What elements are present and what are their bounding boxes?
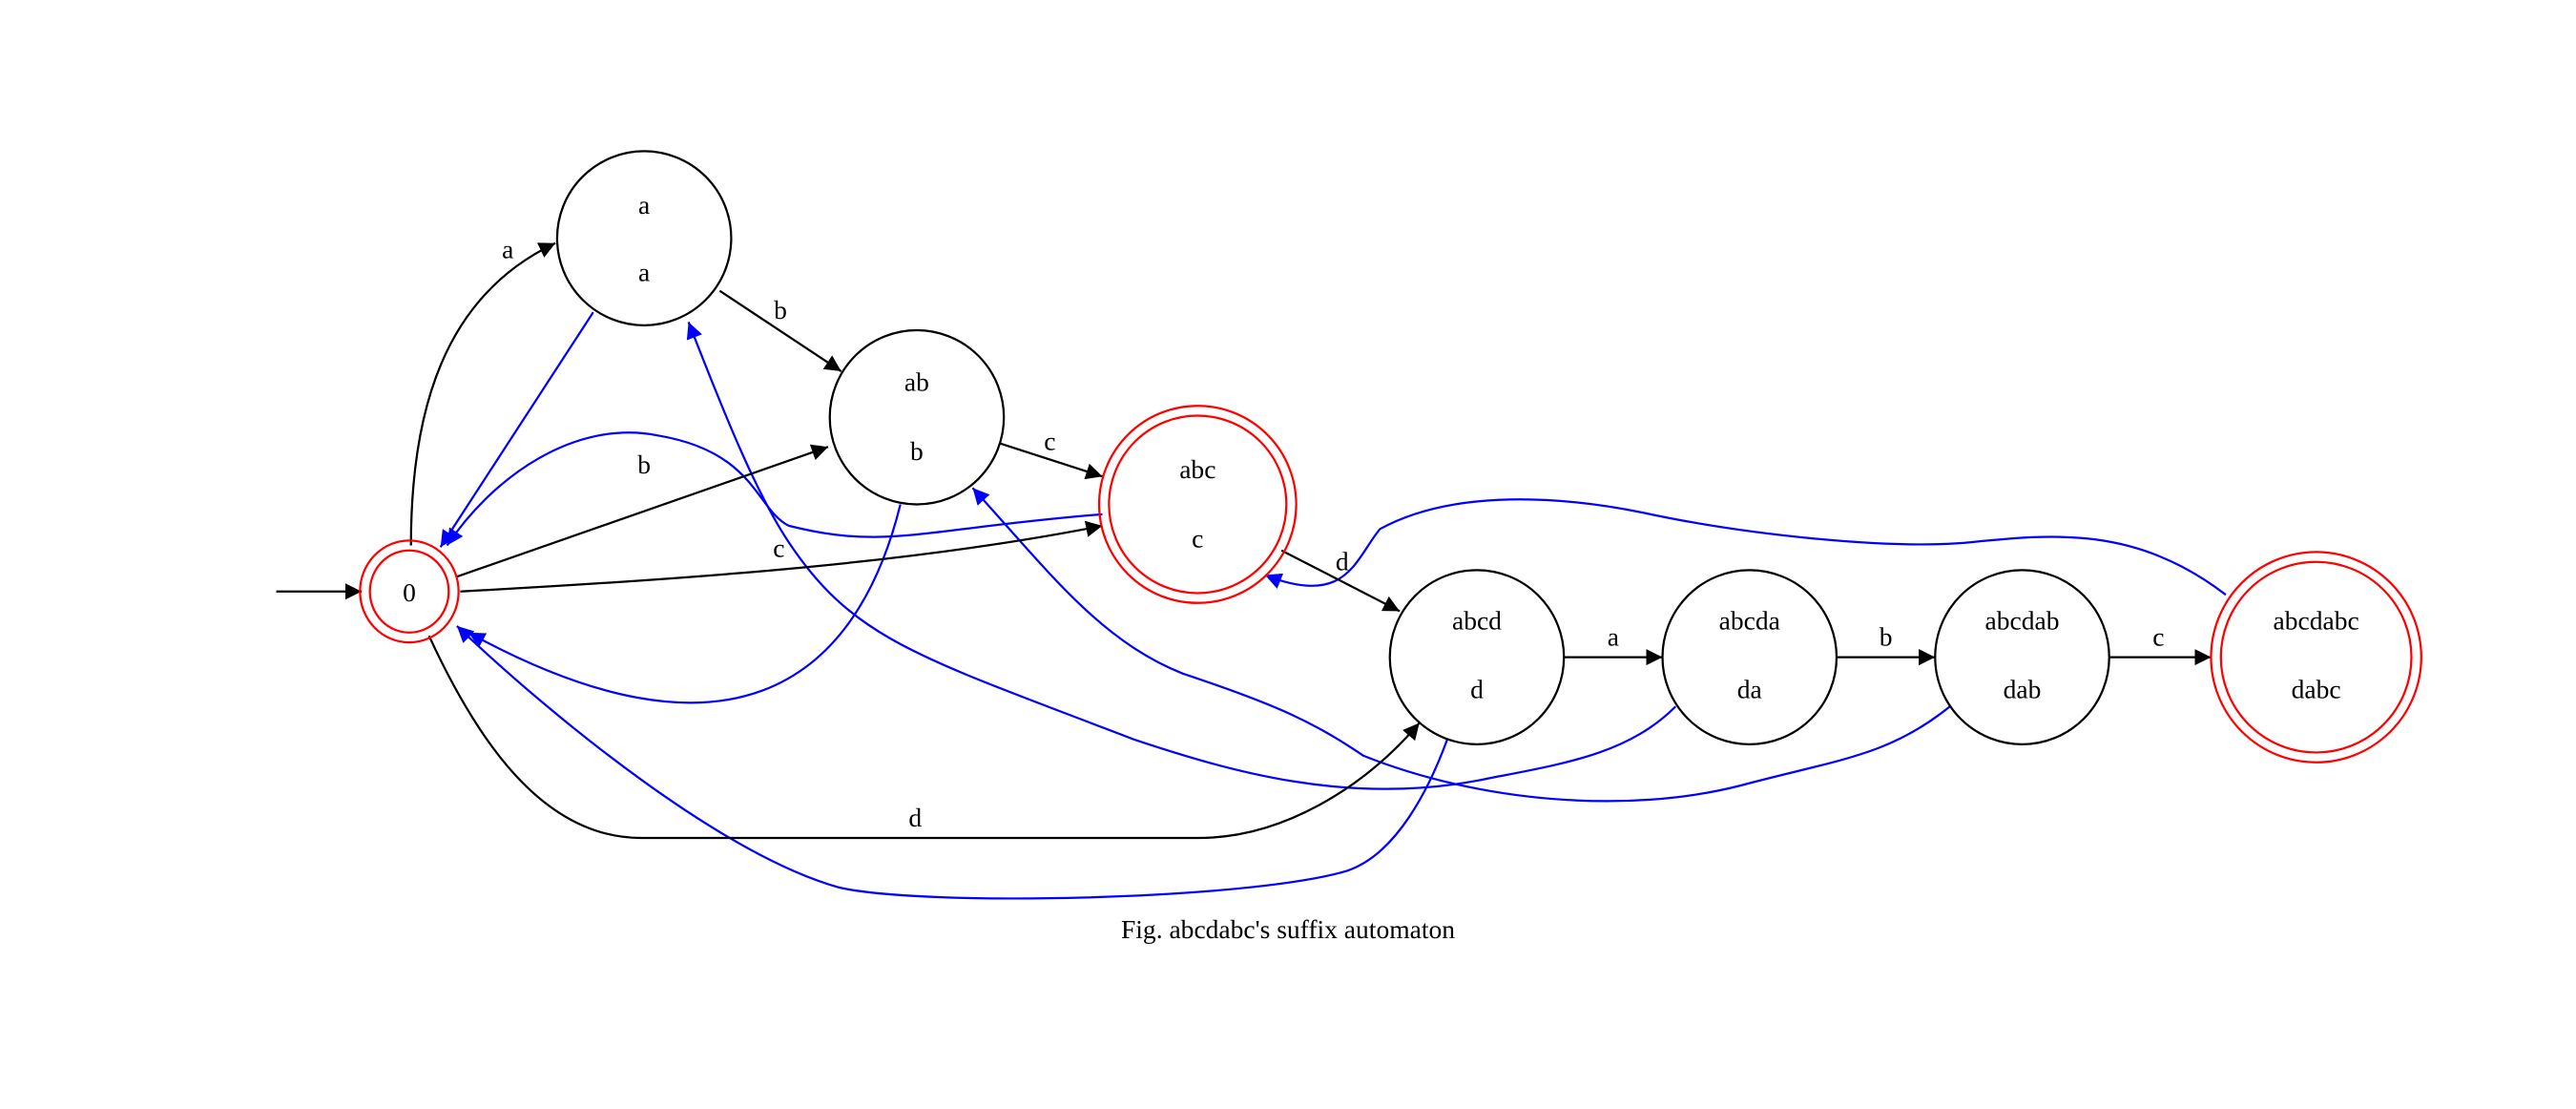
transition-label: b <box>774 295 787 324</box>
state-label: ab <box>904 367 929 397</box>
transition-abc-abcd <box>1280 549 1401 613</box>
transition-0-a <box>409 241 556 546</box>
transition-label: c <box>773 534 784 563</box>
state-abc: abc c <box>1097 405 1298 604</box>
transition-a-ab <box>718 289 842 372</box>
transitions: a b b c c d d a b c <box>276 234 2212 840</box>
state-abcdabc: abcdabc dabc <box>2210 551 2422 764</box>
transition-label: a <box>1608 622 1619 652</box>
state-label: a <box>638 190 650 220</box>
suffix-link-abcda-a <box>686 322 1677 790</box>
transition-label: b <box>1880 622 1893 652</box>
state-sublabel: a <box>638 257 650 286</box>
transition-label: c <box>1044 427 1055 456</box>
state-abcda: abcda da <box>1661 569 1839 745</box>
state-abcd: abcd d <box>1388 569 1566 745</box>
state-a: a a <box>555 150 733 326</box>
state-abcdab: abcdab dab <box>1934 569 2110 745</box>
state-label: abcd <box>1452 605 1502 635</box>
suffix-link-abcd-0 <box>456 625 1449 900</box>
state-label: 0 <box>403 577 416 607</box>
suffix-links <box>439 311 2227 900</box>
state-label: abcda <box>1719 605 1780 635</box>
transition-label: b <box>637 450 651 479</box>
transition-label: a <box>502 234 513 263</box>
state-sublabel: c <box>1192 523 1203 553</box>
figure-caption: Fig. abcdabc's suffix automaton <box>1121 914 1455 944</box>
state-sublabel: dabc <box>2292 675 2341 704</box>
transition-label: d <box>1336 546 1349 575</box>
state-sublabel: dab <box>2004 675 2042 704</box>
transition-label: c <box>2152 622 2164 652</box>
state-label: abc <box>1179 454 1215 484</box>
state-ab: ab b <box>828 328 1006 506</box>
state-label: abcdabc <box>2274 605 2359 635</box>
transition-0-abc <box>460 520 1103 593</box>
state-sublabel: d <box>1470 675 1484 704</box>
suffix-link-abcdab-ab <box>971 487 1951 803</box>
suffix-link-abc-0 <box>446 431 1103 547</box>
state-0: 0 <box>359 539 460 644</box>
transition-ab-abc <box>1000 442 1103 480</box>
transition-label: d <box>908 803 922 832</box>
suffix-link-abcdabc-abc <box>1264 498 2227 596</box>
transition-0-abcd <box>427 635 1421 840</box>
state-label: abcdab <box>1985 605 2060 635</box>
suffix-link-a-0 <box>439 311 594 548</box>
state-sublabel: da <box>1737 675 1762 704</box>
transition-0-ab <box>456 444 829 578</box>
state-sublabel: b <box>910 436 924 466</box>
suffix-link-ab-0 <box>467 504 902 704</box>
